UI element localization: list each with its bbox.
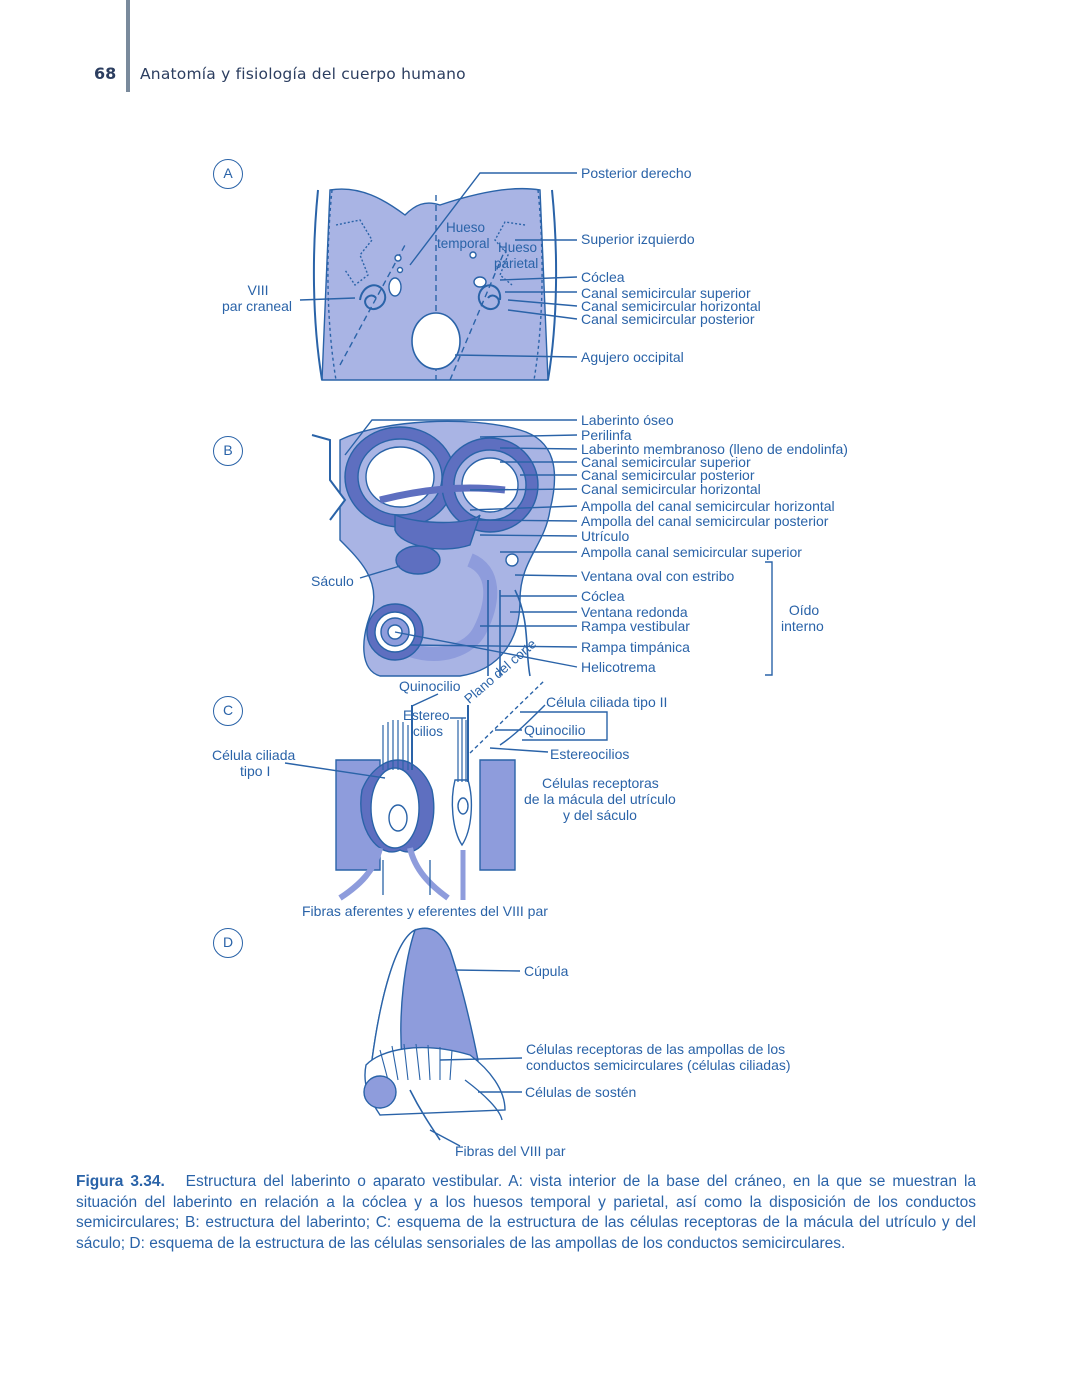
panel-letter-b: B — [213, 436, 243, 466]
label-quinocilio-right: Quinocilio — [524, 722, 586, 738]
label-celula-tipo-ii: Célula ciliada tipo II — [546, 694, 668, 710]
labyrinth-drawing — [311, 419, 773, 677]
label-hueso-temporal-1: Hueso — [446, 220, 486, 235]
label-celula-tipo-i-1: Célula ciliada — [212, 747, 296, 763]
label-ventana-redonda: Ventana redonda — [581, 604, 688, 620]
label-canal-superior-b: Canal semicircular superior — [581, 454, 751, 470]
label-hueso-parietal-2: parietal — [494, 256, 539, 271]
running-title: Anatomía y fisiología del cuerpo humano — [140, 65, 466, 83]
label-canal-posterior-a: Canal semicircular posterior — [581, 311, 755, 327]
caption-label: Figura 3.34. — [76, 1173, 165, 1190]
label-ampolla-horizontal: Ampolla del canal semicircular horizonta… — [581, 498, 835, 514]
label-cupula: Cúpula — [524, 963, 569, 979]
skull-base-drawing — [299, 172, 578, 381]
label-celulas-sosten: Células de sostén — [525, 1084, 637, 1100]
label-posterior-derecho: Posterior derecho — [581, 165, 692, 181]
label-quinocilio-top: Quinocilio — [399, 678, 461, 694]
label-rampa-vestibular: Rampa vestibular — [581, 618, 690, 634]
label-receptoras-macula-2: de la mácula del utrículo — [524, 791, 676, 807]
label-fibras-aferentes: Fibras aferentes y eferentes del VIII pa… — [302, 903, 548, 919]
panel-letter-a: A — [213, 159, 243, 189]
label-helicotrema: Helicotrema — [581, 659, 656, 675]
label-laberinto-membranoso: Laberinto membranoso (lleno de endolinfa… — [581, 441, 848, 457]
label-estereocilios: Estereocilios — [550, 746, 630, 762]
macula-drawing — [284, 679, 608, 901]
label-receptoras-macula-1: Células receptoras — [542, 775, 659, 791]
ampulla-drawing — [363, 927, 523, 1147]
label-laberinto-oseo: Laberinto óseo — [581, 412, 674, 428]
label-par-craneal: par craneal — [222, 298, 293, 314]
label-saculo: Sáculo — [311, 573, 354, 589]
label-canal-horizontal-a: Canal semicircular horizontal — [581, 298, 761, 314]
label-agujero-occipital: Agujero occipital — [581, 349, 684, 365]
label-cilios: cilios — [413, 724, 444, 739]
label-receptoras-ampollas-2: conductos semicirculares (células ciliad… — [526, 1057, 791, 1073]
label-receptoras-ampollas-1: Células receptoras de las ampollas de lo… — [526, 1041, 786, 1057]
label-receptoras-macula-3: y del sáculo — [563, 807, 637, 823]
label-ventana-oval: Ventana oval con estribo — [581, 568, 735, 584]
label-utriculo: Utrículo — [581, 528, 630, 544]
label-canal-horizontal-b: Canal semicircular horizontal — [581, 481, 761, 497]
label-ampolla-superior: Ampolla canal semicircular superior — [581, 544, 802, 560]
label-interno: interno — [781, 618, 824, 634]
figure-caption: Figura 3.34. Estructura del laberinto o … — [76, 1172, 976, 1254]
panel-letter-d: D — [213, 928, 243, 958]
label-estereo: Estereo — [403, 708, 450, 723]
label-hueso-temporal-2: temporal — [437, 236, 490, 251]
label-celula-tipo-i-2: tipo I — [240, 763, 271, 779]
label-coclea-a: Cóclea — [581, 269, 625, 285]
label-oido: Oído — [788, 602, 820, 618]
label-coclea-b: Cóclea — [581, 588, 625, 604]
label-canal-posterior-b: Canal semicircular posterior — [581, 467, 755, 483]
label-ampolla-posterior: Ampolla del canal semicircular posterior — [581, 513, 829, 529]
label-hueso-parietal-1: Hueso — [498, 240, 538, 255]
header-rule — [126, 0, 130, 92]
label-viii: VIII — [247, 282, 269, 298]
label-rampa-timpanica: Rampa timpánica — [581, 639, 690, 655]
label-superior-izquierdo: Superior izquierdo — [581, 231, 695, 247]
page-number: 68 — [94, 64, 117, 83]
label-canal-superior-a: Canal semicircular superior — [581, 285, 751, 301]
label-perilinfa: Perilinfa — [581, 427, 632, 443]
label-fibras-viii: Fibras del VIII par — [455, 1143, 566, 1159]
caption-text: Estructura del laberinto o aparato vesti… — [76, 1173, 977, 1252]
panel-letter-c: C — [213, 696, 243, 726]
